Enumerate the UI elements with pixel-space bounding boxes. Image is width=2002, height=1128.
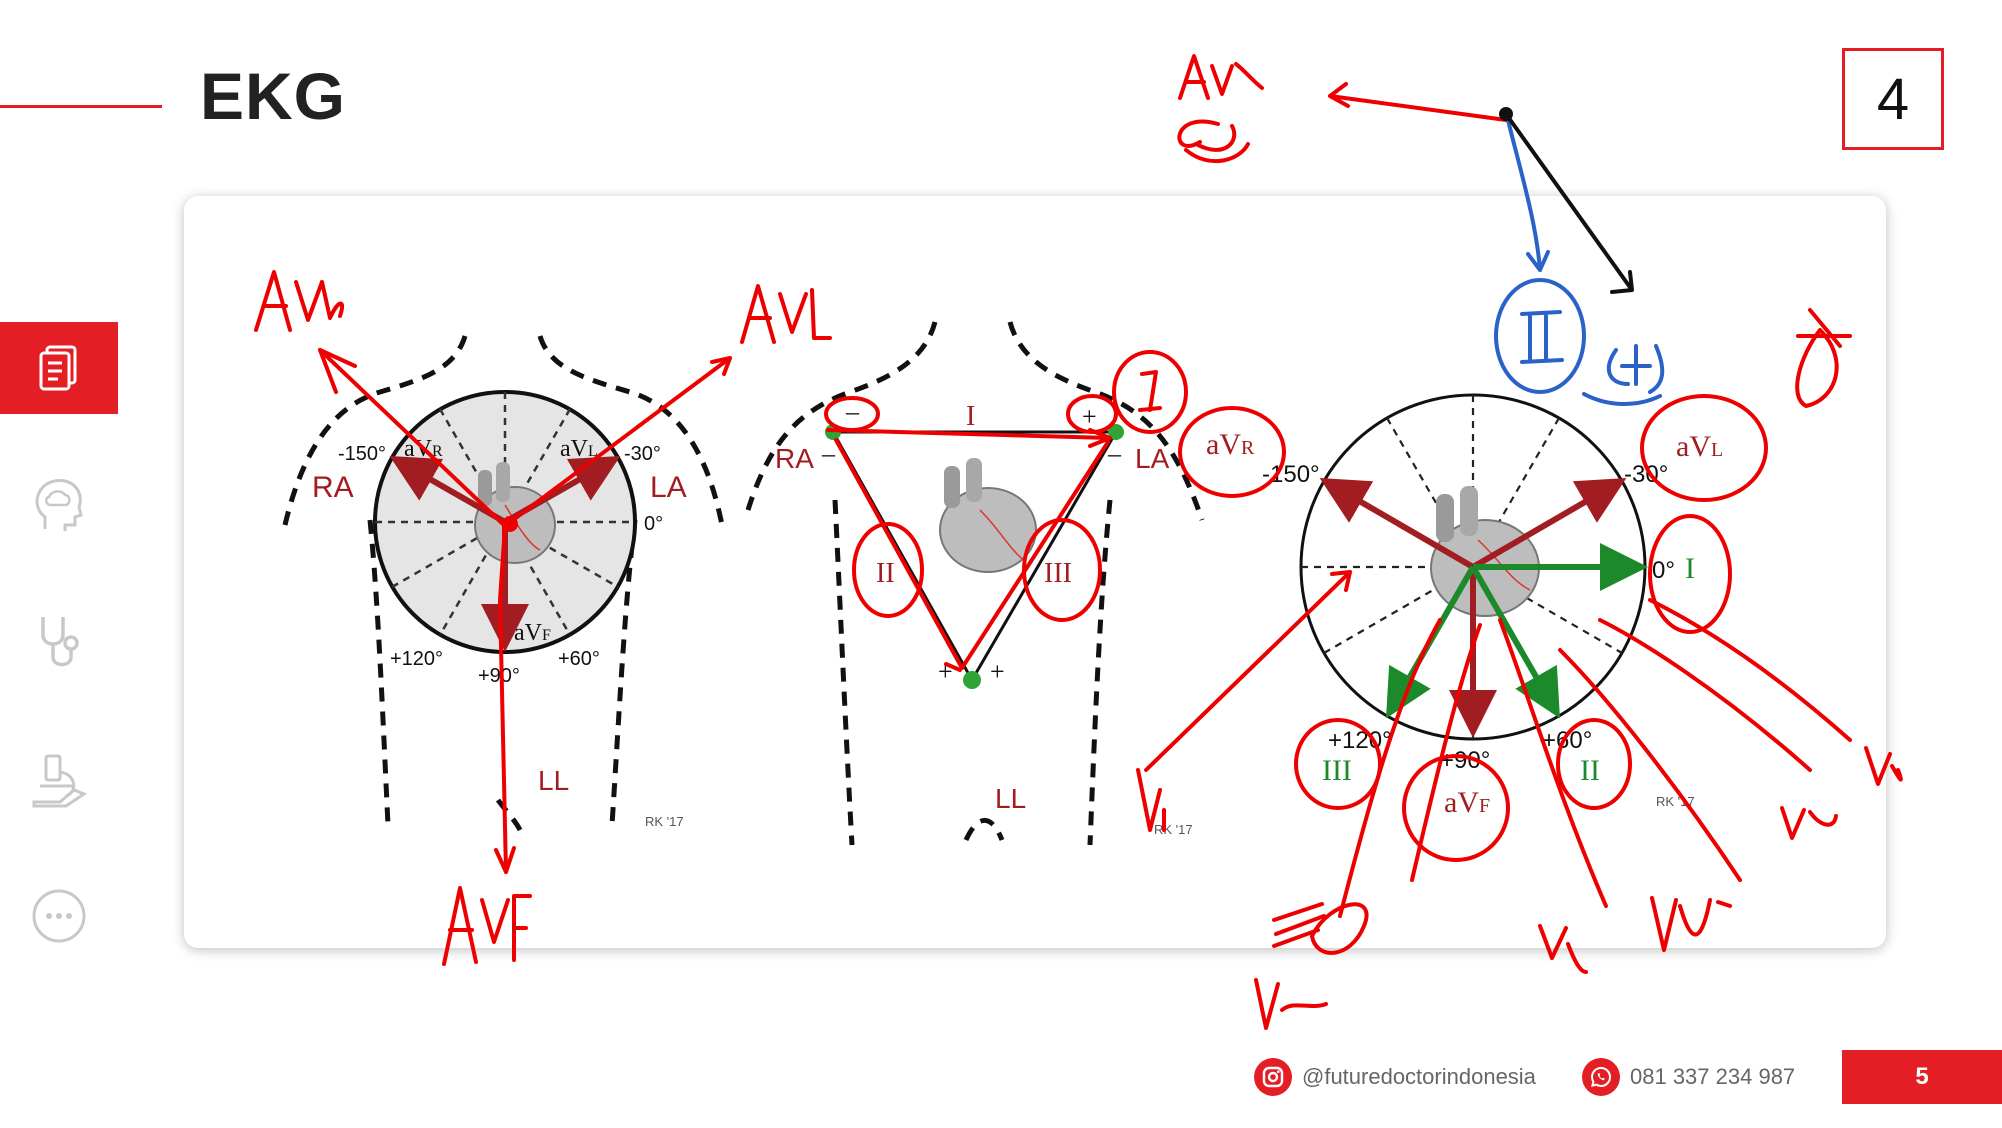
angle-m150-right: -150° (1262, 461, 1320, 488)
whatsapp-number: 081 337 234 987 (1630, 1064, 1796, 1089)
lead-i-label-right: I (1685, 552, 1695, 585)
lead-avf-label-left: aVF (514, 620, 551, 646)
angle-p60-right: +60° (1542, 727, 1592, 754)
more-icon (32, 889, 86, 943)
instagram-handle: @futuredoctorindonesia (1302, 1064, 1536, 1089)
sidebar-item-notes[interactable] (0, 322, 118, 414)
limb-ll-middle: LL (995, 783, 1026, 814)
sign-minus-la: – (1107, 439, 1122, 468)
angle-p120-right: +120° (1328, 727, 1392, 754)
lead-avr-label-right: aVR (1206, 428, 1255, 461)
limb-la-middle: LA (1135, 443, 1170, 474)
sign-minus-ra: – (821, 439, 836, 468)
page-number-badge: 5 (1842, 1050, 2002, 1104)
lead-ii-label-right: II (1580, 754, 1600, 787)
angle-0-right: 0° (1652, 557, 1675, 584)
angle-p120-left: +120° (390, 648, 443, 670)
angle-p90-left: +90° (478, 665, 520, 687)
limb-ra-middle: RA (775, 443, 814, 474)
lead-avl-label-right: aVL (1676, 430, 1723, 463)
lead-iii-label-middle: III (1044, 558, 1072, 589)
limb-ll-left: LL (538, 765, 569, 796)
credit-right: RK '17 (1656, 794, 1695, 809)
instagram-icon (1254, 1058, 1292, 1096)
sign-plus-ll-left: + (938, 657, 953, 686)
limb-ra-left: RA (312, 471, 354, 504)
lead-avl-label-left: aVL (560, 436, 598, 462)
header-rule (0, 105, 162, 108)
sidebar-item-more[interactable] (0, 870, 118, 962)
slide-number-box: 4 (1842, 48, 1944, 150)
angle-p60-left: +60° (558, 648, 600, 670)
angle-m150-left: -150° (338, 443, 386, 465)
sign-minus-top: – (845, 397, 860, 426)
lead-avf-label-right: aVF (1444, 786, 1490, 819)
stethoscope-icon (41, 617, 79, 667)
annotation-blue-plus: (+) (1620, 368, 1622, 371)
electrode-la (1108, 424, 1124, 440)
annotation-avr-minus: (-) (1190, 148, 1192, 151)
footer-instagram[interactable]: @futuredoctorindonesia (1254, 1058, 1536, 1096)
page-title: EKG (200, 59, 347, 133)
angle-p90-right: +90° (1440, 747, 1490, 774)
angle-0-left: 0° (644, 513, 663, 535)
microscope-icon (32, 754, 88, 808)
angle-m30-left: -30° (624, 443, 661, 465)
annotation-v1: V1 (1140, 799, 1142, 801)
electrode-ll (963, 671, 981, 689)
brain-head-icon (35, 479, 83, 531)
document-icon (39, 345, 77, 391)
einthoven-triangle-middle: I II III RA LA LL – – + – + + RK '17 (745, 321, 1205, 846)
annotation-lead-one: I (1145, 394, 1146, 396)
lead-i-label-middle: I (966, 401, 975, 432)
lead-iii-label-right: III (1322, 754, 1352, 787)
credit-middle: RK '17 (1154, 822, 1193, 837)
limb-la-left: LA (650, 471, 687, 504)
whatsapp-icon (1582, 1058, 1620, 1096)
handwritten-annotations (254, 54, 1903, 1030)
sign-plus-top: + (1082, 402, 1097, 431)
sidebar-item-lab[interactable] (0, 733, 118, 825)
annotation-avr-mid: AVR (1190, 88, 1192, 91)
footer-whatsapp[interactable]: 081 337 234 987 (1582, 1058, 1795, 1096)
sidebar (0, 322, 118, 1007)
sidebar-item-clinical[interactable] (0, 596, 118, 688)
sidebar-item-neuro[interactable] (0, 459, 118, 551)
sign-plus-ll-right: + (990, 657, 1005, 686)
heart-middle (939, 458, 1037, 573)
annotation-v3: V3 (1540, 949, 1542, 951)
lead-ii-label-middle: II (876, 558, 895, 589)
credit-left: RK '17 (645, 814, 684, 829)
